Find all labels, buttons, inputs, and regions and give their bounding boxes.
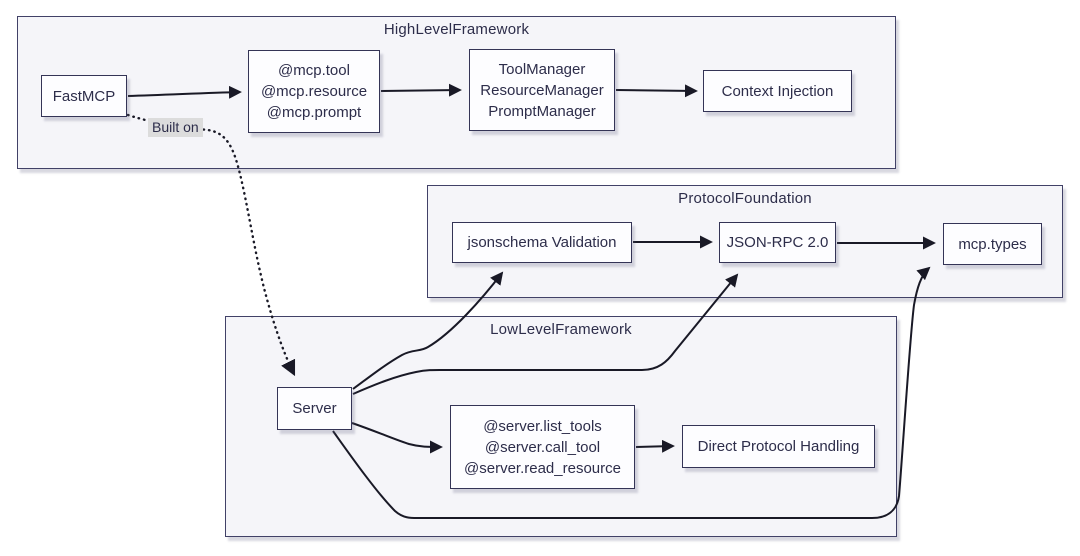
node-managers: ToolManager ResourceManager PromptManage… xyxy=(469,49,615,131)
node-label: @mcp.tool xyxy=(278,62,350,79)
node-label: @server.list_tools xyxy=(483,417,602,435)
node-mcp-decorators: @mcp.tool @mcp.resource @mcp.prompt xyxy=(248,50,380,133)
node-mcp-types: mcp.types xyxy=(943,223,1042,265)
node-label: Direct Protocol Handling xyxy=(697,438,860,455)
node-label: ResourceManager xyxy=(480,81,604,99)
node-context-injection: Context Injection xyxy=(703,70,852,112)
node-label: JSON-RPC 2.0 xyxy=(726,234,829,251)
cluster-title-low-level-framework: LowLevelFramework xyxy=(490,321,632,338)
node-label: Context Injection xyxy=(721,82,834,100)
node-label: jsonschema Validation xyxy=(467,234,617,251)
cluster-title-high-level-framework: HighLevelFramework xyxy=(383,21,530,38)
edge-label-built-on: Built on xyxy=(148,118,203,137)
node-direct-protocol-handling: Direct Protocol Handling xyxy=(682,425,875,468)
node-label: FastMCP xyxy=(52,87,116,105)
node-server-decorators: @server.list_tools @server.call_tool @se… xyxy=(450,405,635,489)
node-label: PromptManager xyxy=(488,102,596,120)
node-label: @server.call_tool xyxy=(484,438,601,456)
node-label: Server xyxy=(292,400,337,417)
node-jsonschema-validation: jsonschema Validation xyxy=(452,222,632,263)
node-label: @server.read_resource xyxy=(464,459,621,477)
node-label: @mcp.prompt xyxy=(266,104,362,121)
node-json-rpc: JSON-RPC 2.0 xyxy=(719,222,836,263)
node-server: Server xyxy=(277,387,352,430)
cluster-title-protocol-foundation: ProtocolFoundation xyxy=(678,190,812,207)
node-fastmcp: FastMCP xyxy=(41,75,127,117)
node-label: @mcp.resource xyxy=(260,83,368,100)
node-label: mcp.types xyxy=(958,235,1027,253)
node-label: ToolManager xyxy=(498,60,586,78)
